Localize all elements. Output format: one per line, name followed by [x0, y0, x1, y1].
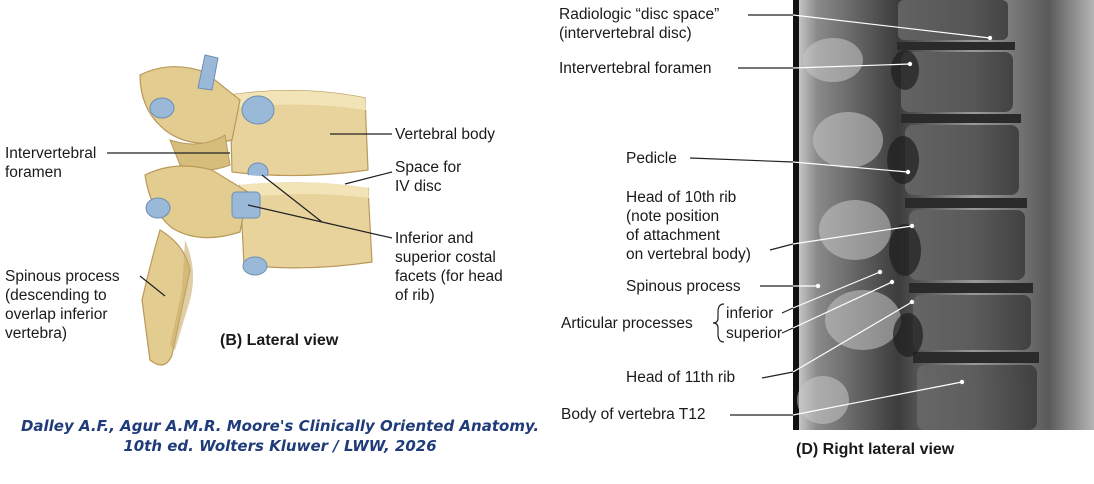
- label-disc-space: Radiologic “disc space” (intervertebral …: [559, 6, 720, 42]
- label-rad-intervertebral-foramen: Intervertebral foramen: [559, 60, 712, 77]
- label-head-10th-rib: Head of 10th rib (note position of attac…: [626, 189, 751, 263]
- label-iv-disc-space: Space for IV disc: [395, 159, 462, 195]
- citation-line-1: Dalley A.F., Agur A.M.R. Moore's Clinica…: [20, 417, 540, 435]
- citation-line-2: 10th ed. Wolters Kluwer / LWW, 2026: [123, 437, 437, 455]
- upper-vertebra: [139, 54, 369, 177]
- label-costal-facets: Inferior and superior costal facets (for…: [395, 230, 503, 304]
- label-intervertebral-foramen: Intervertebral foramen: [5, 145, 97, 181]
- brace: [712, 303, 725, 343]
- label-superior: superior: [726, 325, 782, 342]
- caption-right-lateral-view: (D) Right lateral view: [796, 441, 955, 458]
- label-spinous-process-lateral: Spinous process (descending to overlap i…: [5, 268, 120, 342]
- caption-lateral-view: (B) Lateral view: [220, 332, 339, 349]
- lower-vertebra: [141, 162, 373, 366]
- label-pedicle: Pedicle: [626, 150, 677, 167]
- label-rad-spinous-process: Spinous process: [626, 278, 741, 295]
- label-inferior: inferior: [726, 305, 774, 322]
- label-head-11th-rib: Head of 11th rib: [626, 369, 736, 386]
- label-body-t12: Body of vertebra T12: [561, 406, 706, 423]
- label-articular-processes: Articular processes: [561, 315, 693, 332]
- label-vertebral-body: Vertebral body: [395, 126, 495, 143]
